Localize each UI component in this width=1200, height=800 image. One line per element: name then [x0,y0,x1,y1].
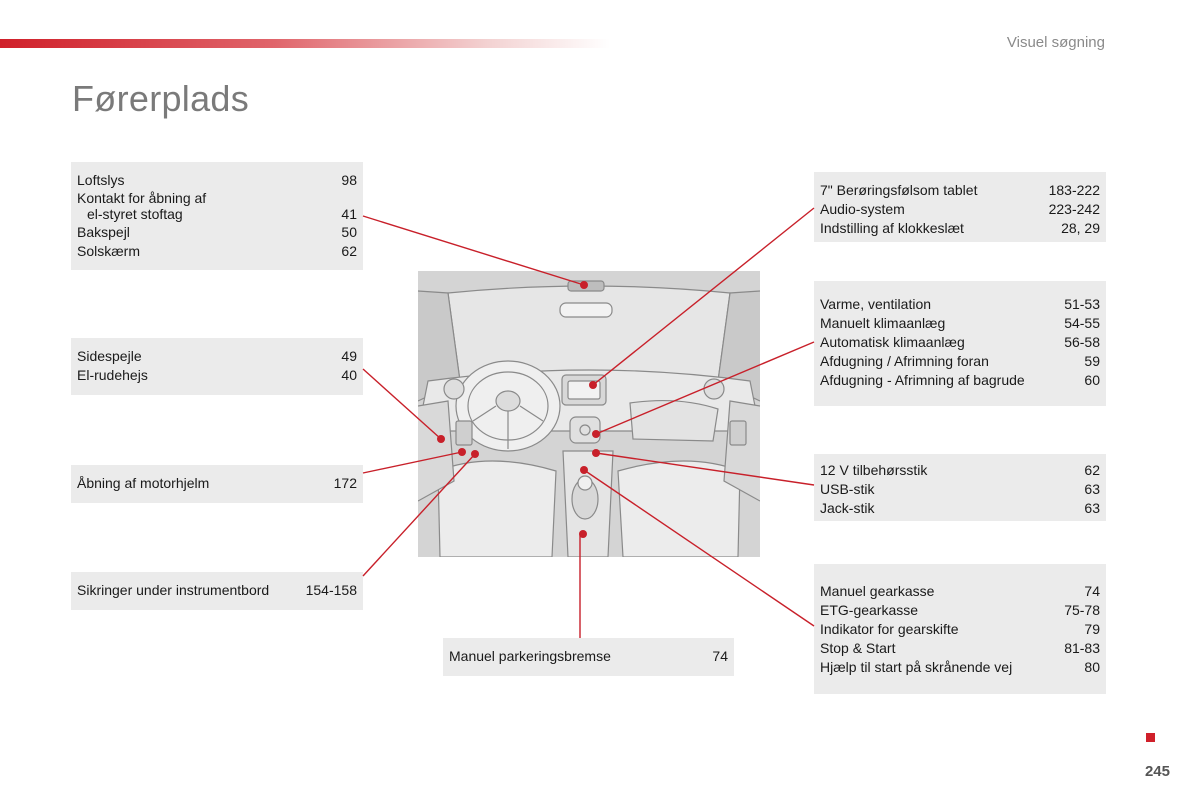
corner-accent-square [1146,733,1155,742]
section-title: Visuel søgning [1006,34,1105,51]
page-number: 245 [1144,763,1170,780]
dashboard-illustration [418,271,760,557]
page-title: Førerplads [72,78,250,119]
dashboard-drawing [418,280,760,557]
entry-kontakt-abning: Kontakt for åbning af [77,190,207,206]
header-accent-bar [0,39,610,48]
